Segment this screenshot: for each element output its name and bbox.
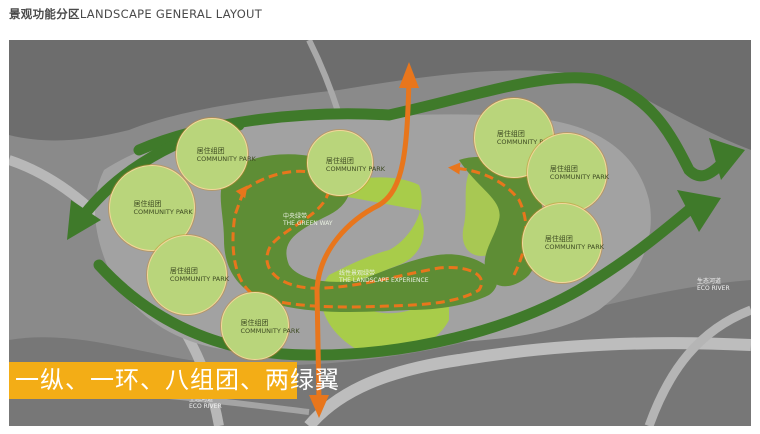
community-park-8-en: COMMUNITY PARK <box>240 327 300 336</box>
community-park-6-cn: 居住组团 <box>544 235 573 244</box>
dashed-loop-right <box>448 162 528 276</box>
eco-river-bottom-label-en: ECO RIVER <box>189 403 222 410</box>
community-park-2-cn: 居住组团 <box>325 156 354 165</box>
ring-arrow-left-head <box>67 200 101 240</box>
community-park-1-en: COMMUNITY PARK <box>196 155 256 163</box>
landscape-experience-label-cn: 线性景观绿带 <box>339 270 376 277</box>
community-park-5-cn: 居住组团 <box>133 199 162 208</box>
axis-arrow <box>314 77 412 403</box>
slogan-banner: 一纵、一环、八组团、两绿翼 <box>9 362 339 399</box>
axis-arrow-head-bottom <box>309 395 329 418</box>
ring-arrow-bottom <box>93 204 695 361</box>
community-park-5-en: COMMUNITY PARK <box>133 207 193 216</box>
page-title-en: LANDSCAPE GENERAL LAYOUT <box>79 7 263 21</box>
highway-bottom <box>304 337 751 426</box>
dashed-loop-left <box>231 169 483 309</box>
ring-arrow-top <box>133 72 733 182</box>
community-park-1-cn: 居住组团 <box>196 147 225 155</box>
community-park-3-en: COMMUNITY PARK <box>496 138 556 147</box>
community-park-4-en: COMMUNITY PARK <box>549 173 609 182</box>
green-way-label-cn: 中央绿带 <box>283 213 308 220</box>
highway-right <box>644 305 751 426</box>
forest-top <box>9 40 751 150</box>
page-title: 景观功能分区LANDSCAPE GENERAL LAYOUT <box>9 6 262 22</box>
community-park-6-en: COMMUNITY PARK <box>544 243 604 252</box>
ring-arrow-bottom-head <box>677 190 721 232</box>
community-park-4-cn: 居住组团 <box>549 165 578 174</box>
eco-river-bottom-label-cn: 生态河道 <box>189 396 214 403</box>
community-park-2-en: COMMUNITY PARK <box>325 164 386 173</box>
eco-river-right-label-cn: 生态河道 <box>697 278 722 285</box>
community-park-8-cn: 居住组团 <box>240 319 269 328</box>
community-park-3-cn: 居住组团 <box>496 130 525 139</box>
green-way-label-en: THE GREEN WAY <box>283 220 333 227</box>
community-park-7-cn: 居住组团 <box>169 267 198 276</box>
community-park-7-en: COMMUNITY PARK <box>169 275 229 284</box>
landscape-experience-label-en: THE LANDSCAPE EXPERIENCE <box>339 277 429 284</box>
page-title-cn: 景观功能分区 <box>9 7 80 21</box>
eco-river-right-label-en: ECO RIVER <box>697 285 730 292</box>
axis-arrow-head-top <box>399 62 419 88</box>
green-band-loop <box>220 154 498 313</box>
ring-arrow-top-head <box>709 138 745 180</box>
